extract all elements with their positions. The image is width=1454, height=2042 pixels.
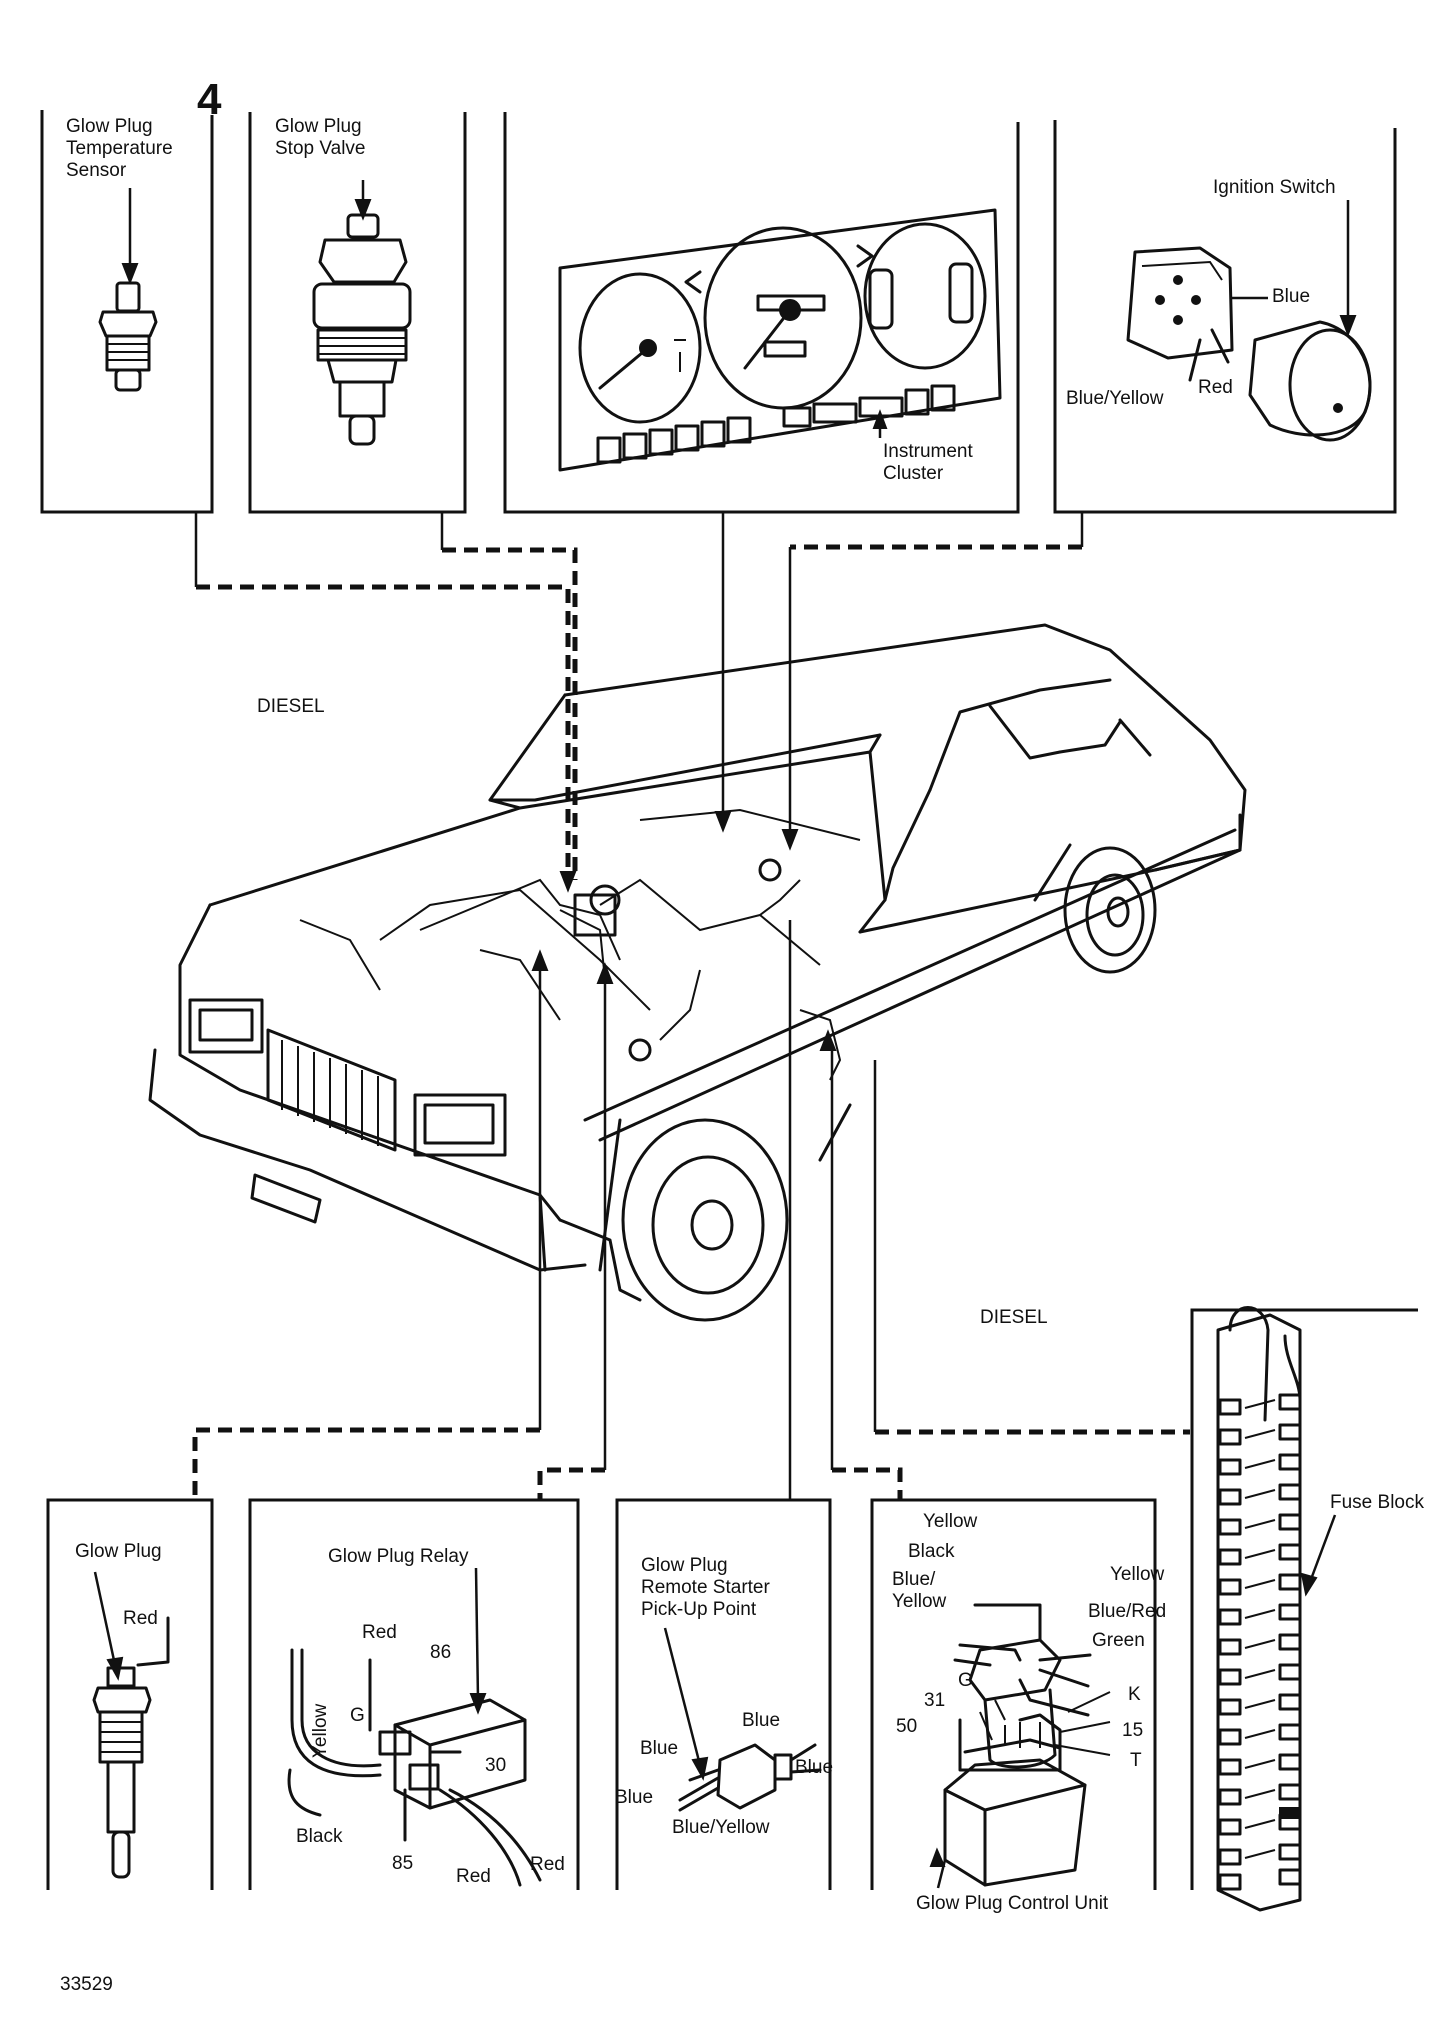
fuse-block-drawing xyxy=(1216,1306,1337,1912)
stop-valve-label: Glow Plug Stop Valve xyxy=(275,116,366,159)
remote-starter-label: Glow Plug Remote Starter Pick-Up Point xyxy=(641,1555,770,1620)
relay-terminal-g: G xyxy=(350,1705,365,1726)
instrument-cluster-label: Instrument Cluster xyxy=(883,441,973,484)
remote-wire-blue-yellow: Blue/Yellow xyxy=(672,1817,770,1838)
stop-valve-drawing xyxy=(312,180,412,446)
ignition-wire-blue: Blue xyxy=(1272,286,1311,307)
panel-frame-ignition-switch xyxy=(1053,120,1397,514)
figure-id: 33529 xyxy=(60,1974,113,1995)
control-terminal-31: 31 xyxy=(924,1690,946,1711)
control-terminal-15: 15 xyxy=(1122,1720,1144,1741)
instrument-cluster-drawing xyxy=(558,208,1002,472)
relay-drawing xyxy=(287,1567,542,1887)
remote-starter-drawing xyxy=(663,1627,822,1812)
glow-plug-drawing xyxy=(92,1571,170,1879)
ignition-wire-red: Red xyxy=(1198,377,1233,398)
control-wire-blue-yellow: Blue/ Yellow xyxy=(892,1569,947,1612)
car-drawing xyxy=(148,623,1247,1322)
relay-terminal-86: 86 xyxy=(430,1642,452,1663)
remote-wire-blue-4: Blue xyxy=(615,1787,654,1808)
relay-terminal-85: 85 xyxy=(392,1853,414,1874)
control-wire-black: Black xyxy=(908,1541,955,1562)
panel-frame-stop-valve xyxy=(248,112,467,514)
control-terminal-t: T xyxy=(1130,1750,1142,1771)
remote-wire-blue-2: Blue xyxy=(640,1738,679,1759)
control-unit-label: Glow Plug Control Unit xyxy=(916,1893,1109,1914)
control-wire-yellow-1: Yellow xyxy=(923,1511,978,1532)
panel-frame-remote-starter xyxy=(615,1498,832,1890)
control-wire-yellow-2: Yellow xyxy=(1110,1564,1165,1585)
relay-red-top: Red xyxy=(362,1622,397,1643)
ignition-switch-drawing xyxy=(1126,200,1372,442)
bottom-wiring xyxy=(192,920,1190,1500)
warning-lamp-row xyxy=(596,384,956,464)
temp-sensor-label: Glow Plug Temperature Sensor xyxy=(66,116,173,181)
diesel-label-top: DIESEL xyxy=(257,696,325,717)
panel-frame-instrument-cluster xyxy=(503,112,1020,514)
panel-frame-glow-plug xyxy=(46,1498,214,1890)
fuse-row xyxy=(1218,1393,1302,1891)
control-unit-drawing xyxy=(929,1603,1111,1889)
panel-frame-temp-sensor xyxy=(40,110,214,514)
relay-wire-black: Black xyxy=(296,1826,343,1847)
relay-wire-yellow: Yellow xyxy=(310,1703,331,1758)
control-terminal-k: K xyxy=(1128,1684,1141,1705)
relay-label: Glow Plug Relay xyxy=(328,1546,469,1567)
glow-plug-label: Glow Plug xyxy=(75,1541,162,1562)
ignition-switch-label: Ignition Switch xyxy=(1213,177,1336,198)
temp-sensor-drawing xyxy=(98,188,158,392)
control-terminal-50: 50 xyxy=(896,1716,918,1737)
relay-wire-red-2: Red xyxy=(530,1854,565,1875)
ignition-wire-blue-yellow: Blue/Yellow xyxy=(1066,388,1164,409)
remote-wire-blue-1: Blue xyxy=(742,1710,781,1731)
panel-frame-fuse-block xyxy=(1190,1308,1418,1890)
panel-frame-relay xyxy=(248,1498,580,1890)
control-wire-blue-red: Blue/Red xyxy=(1088,1601,1167,1622)
relay-wire-red-1: Red xyxy=(456,1866,491,1887)
relay-terminal-30: 30 xyxy=(485,1755,507,1776)
diesel-label-right: DIESEL xyxy=(980,1307,1048,1328)
figure-number: 4 xyxy=(197,75,222,124)
control-terminal-g: G xyxy=(958,1670,973,1691)
fuse-block-label: Fuse Block xyxy=(1330,1492,1424,1513)
panel-frame-control-unit xyxy=(870,1498,1157,1890)
glow-plug-wire-red: Red xyxy=(123,1608,158,1629)
top-wiring xyxy=(194,512,1084,893)
arrows-into-car xyxy=(531,949,837,1051)
remote-wire-blue-3: Blue xyxy=(795,1757,834,1778)
control-wire-green: Green xyxy=(1092,1630,1145,1651)
